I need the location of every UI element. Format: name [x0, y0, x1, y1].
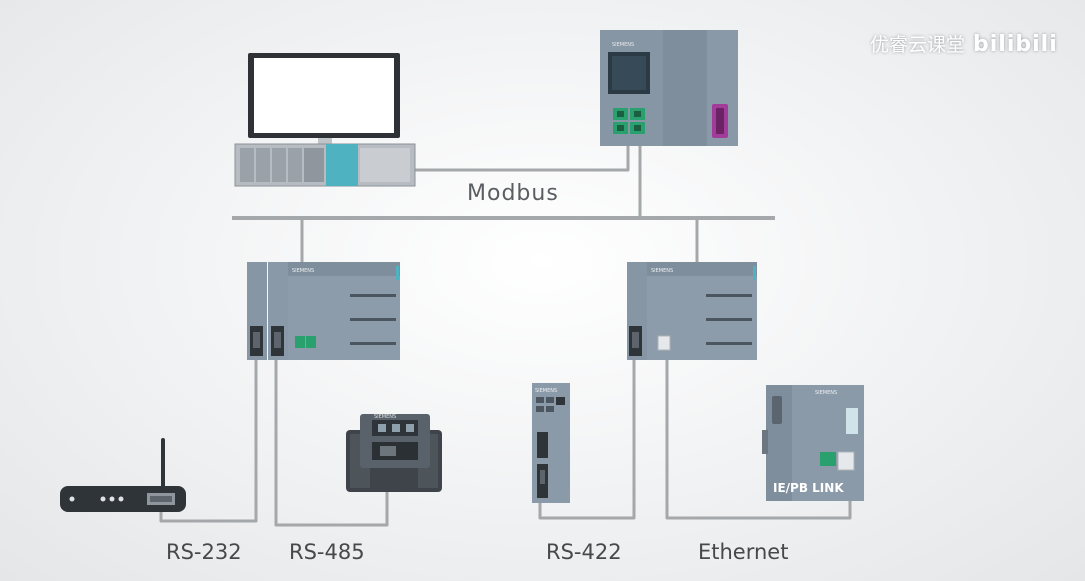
watermark: 优睿云课堂 bilibili	[870, 30, 1058, 57]
rack-accent-panel	[326, 144, 358, 186]
rs422-cable	[538, 360, 636, 520]
label-rs422: RS-422	[546, 540, 622, 564]
svg-text:SIEMENS: SIEMENS	[374, 414, 396, 420]
cpu-1500: SIEMENS	[600, 30, 738, 146]
frequency-drive: SIEMENS	[346, 414, 442, 492]
label-ethernet: Ethernet	[698, 540, 788, 564]
monitor-screen	[254, 58, 394, 133]
svg-text:SIEMENS: SIEMENS	[612, 42, 634, 48]
svg-text:SIEMENS: SIEMENS	[651, 268, 673, 274]
plc-left: SIEMENS	[247, 262, 400, 360]
modbus-label: Modbus	[467, 181, 559, 206]
iepb-link-label: IE/PB LINK	[773, 481, 844, 495]
rs232-cable	[159, 360, 258, 523]
iepb-link: SIEMENS	[762, 385, 864, 501]
hmi-workstation	[234, 53, 416, 187]
et200-module: SIEMENS	[532, 383, 570, 503]
plc-right: SIEMENS	[627, 262, 757, 360]
ethernet-port	[657, 335, 671, 351]
svg-text:SIEMENS: SIEMENS	[292, 268, 314, 274]
watermark-text: 优睿云课堂	[870, 34, 966, 56]
svg-text:SIEMENS: SIEMENS	[815, 390, 837, 396]
modbus-cable-hmi-cpu	[414, 145, 630, 172]
label-rs485: RS-485	[289, 540, 365, 564]
rs485-cable	[274, 360, 389, 527]
svg-text:SIEMENS: SIEMENS	[535, 388, 557, 394]
label-rs232: RS-232	[166, 540, 242, 564]
router	[60, 438, 186, 512]
bilibili-logo: bilibili	[973, 32, 1058, 57]
cpu-ethernet-ports	[613, 108, 645, 134]
monitor-stand	[318, 134, 332, 144]
protocol-labels: RS-232 RS-485 RS-422 Ethernet	[166, 540, 788, 564]
